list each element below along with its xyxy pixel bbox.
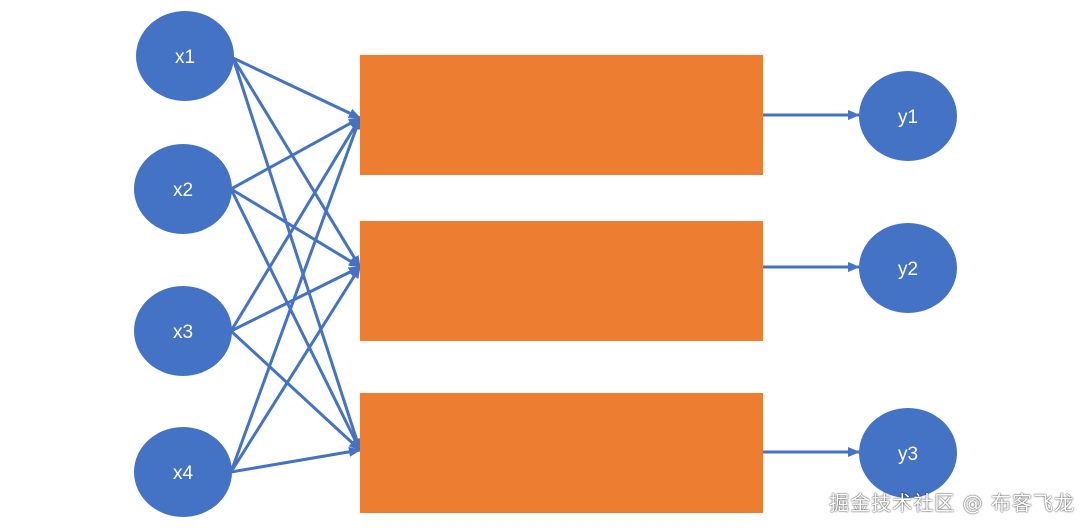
hidden-boxes	[360, 55, 763, 513]
edge-x3-box3	[229, 329, 362, 452]
input-nodes: x1 x2 x3 x4	[134, 11, 234, 517]
input-node-x4: x4	[134, 427, 232, 517]
output-label: y3	[898, 444, 918, 465]
output-nodes: y1 y2 y3	[859, 71, 957, 498]
output-node-y2: y2	[859, 223, 957, 313]
edge-x4-box3	[230, 446, 361, 474]
edge-x4-box1	[229, 117, 362, 473]
input-node-x2: x2	[134, 144, 232, 234]
edge-x2-box2	[230, 187, 361, 269]
output-node-y1: y1	[859, 71, 957, 161]
edges	[229, 56, 860, 474]
output-label: y2	[898, 259, 918, 280]
output-node-y3: y3	[859, 408, 957, 498]
input-label: x3	[173, 322, 193, 343]
box-1	[360, 55, 763, 175]
edge-x3-box1	[229, 117, 362, 332]
edge-x1-box3	[231, 57, 362, 451]
watermark-text: 掘金技术社区 @ 布客飞龙	[829, 491, 1075, 515]
input-label: x4	[173, 463, 194, 484]
edge-x1-box1	[232, 56, 361, 120]
input-node-x1: x1	[136, 11, 234, 101]
input-label: x2	[173, 180, 193, 201]
edge-x1-box2	[231, 57, 362, 268]
output-label: y1	[898, 107, 918, 128]
edge-x2-box3	[229, 188, 362, 451]
input-label: x1	[175, 47, 195, 68]
input-node-x3: x3	[134, 286, 232, 376]
edge-x2-box1	[230, 116, 361, 191]
box-3	[360, 393, 763, 513]
edge-x4-box2	[229, 266, 362, 473]
box-2	[360, 221, 763, 341]
